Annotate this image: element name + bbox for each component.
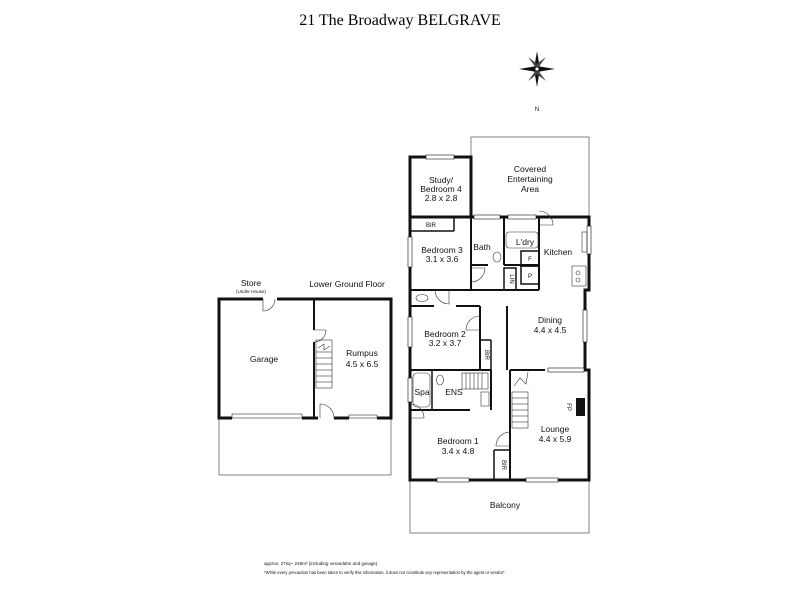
north-label: N xyxy=(535,107,539,113)
ensuite-label: ENS xyxy=(445,387,463,397)
covered-label-1: Covered xyxy=(514,164,546,174)
rumpus-label: Rumpus xyxy=(346,348,378,358)
laundry-label: L'dry xyxy=(516,237,535,247)
bath-label: Bath xyxy=(473,242,491,252)
bir-study-label: BIR xyxy=(426,223,437,229)
store-label: Store xyxy=(241,278,262,288)
study-dim: 2.8 x 2.8 xyxy=(425,193,458,203)
pantry-label: P xyxy=(528,274,532,280)
bedroom2-dim: 3.2 x 3.7 xyxy=(429,338,462,348)
study-label-2: Bedroom 4 xyxy=(420,184,462,194)
lower-ground-label: Lower Ground Floor xyxy=(309,279,385,289)
lounge-dim: 4.4 x 5.9 xyxy=(539,434,572,444)
bedroom3-label: Bedroom 3 xyxy=(421,245,463,255)
area-note: approx. 27sq~ 249m² (including verandahs… xyxy=(264,561,378,566)
linen-label: LIN xyxy=(508,274,514,283)
covered-label-2: Entertaining xyxy=(507,174,553,184)
spa-label: Spa xyxy=(414,387,429,397)
lounge-label: Lounge xyxy=(541,424,570,434)
bedroom1-dim: 3.4 x 4.8 xyxy=(442,446,475,456)
lower-ground-floor xyxy=(217,297,393,476)
dining-label: Dining xyxy=(538,315,562,325)
fixtures xyxy=(409,210,588,447)
kitchen-label: Kitchen xyxy=(544,247,573,257)
compass-rose-icon xyxy=(519,51,555,87)
bir-bedroom1-label: BIR xyxy=(500,460,506,471)
study-label-1: Study/ xyxy=(429,175,454,185)
plan-title: 21 The Broadway BELGRAVE xyxy=(299,12,501,29)
bir-bedroom2-label: BIR xyxy=(483,350,489,361)
bedroom3-dim: 3.1 x 3.6 xyxy=(426,254,459,264)
balcony-label: Balcony xyxy=(490,500,521,510)
fridge-label: F xyxy=(528,257,532,263)
disclaimer: *While every precaution has been taken t… xyxy=(264,570,506,575)
garage-label: Garage xyxy=(250,354,279,364)
windows xyxy=(407,154,592,483)
fireplace-label: FP xyxy=(565,403,571,411)
rumpus-dim: 4.5 x 6.5 xyxy=(346,359,379,369)
dining-dim: 4.4 x 4.5 xyxy=(534,325,567,335)
bedroom1-label: Bedroom 1 xyxy=(437,436,479,446)
store-sub-label: (Under House) xyxy=(236,289,267,294)
bedroom2-label: Bedroom 2 xyxy=(424,329,466,339)
covered-label-3: Area xyxy=(521,184,539,194)
